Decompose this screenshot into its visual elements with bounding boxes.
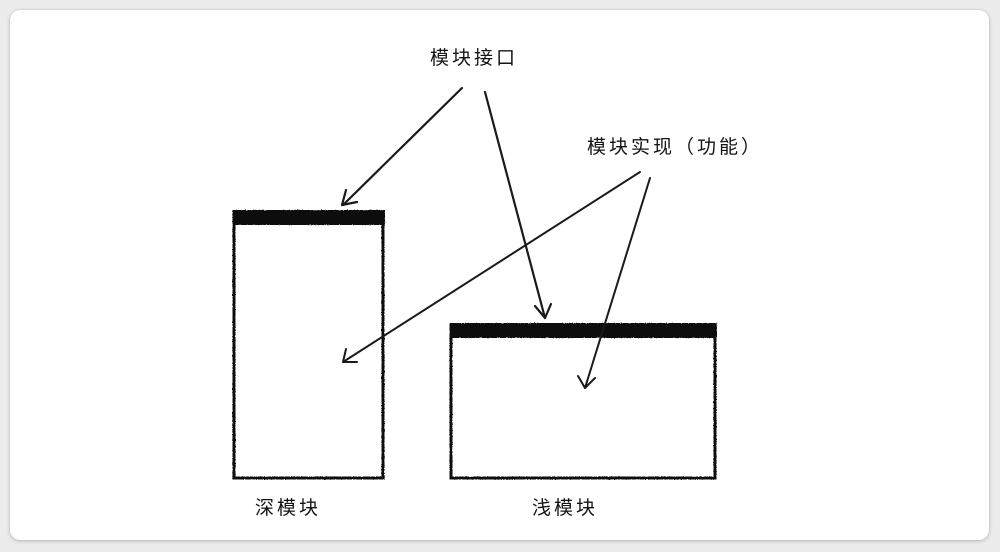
- deep-module-box: [232, 210, 385, 480]
- arrow-implementation-to-shallow: [577, 177, 651, 389]
- deep-module-body: [232, 210, 385, 480]
- arrow-implementation-to-deep: [342, 171, 641, 363]
- deep-module-interface-bar: [233, 210, 385, 225]
- shallow-module-interface-bar: [450, 323, 717, 338]
- caption-shallow-module: 浅模块: [532, 497, 599, 519]
- label-module-interface: 模块接口: [430, 47, 519, 69]
- arrow-interface-to-deep: [340, 86, 464, 207]
- caption-deep-module: 深模块: [255, 497, 322, 519]
- arrows: [340, 86, 651, 389]
- label-module-implementation: 模块实现（功能）: [587, 136, 764, 158]
- shallow-module-box: [449, 323, 717, 480]
- arrow-interface-to-shallow: [483, 90, 553, 320]
- shallow-module-body: [449, 323, 717, 480]
- diagram-card: [10, 10, 989, 540]
